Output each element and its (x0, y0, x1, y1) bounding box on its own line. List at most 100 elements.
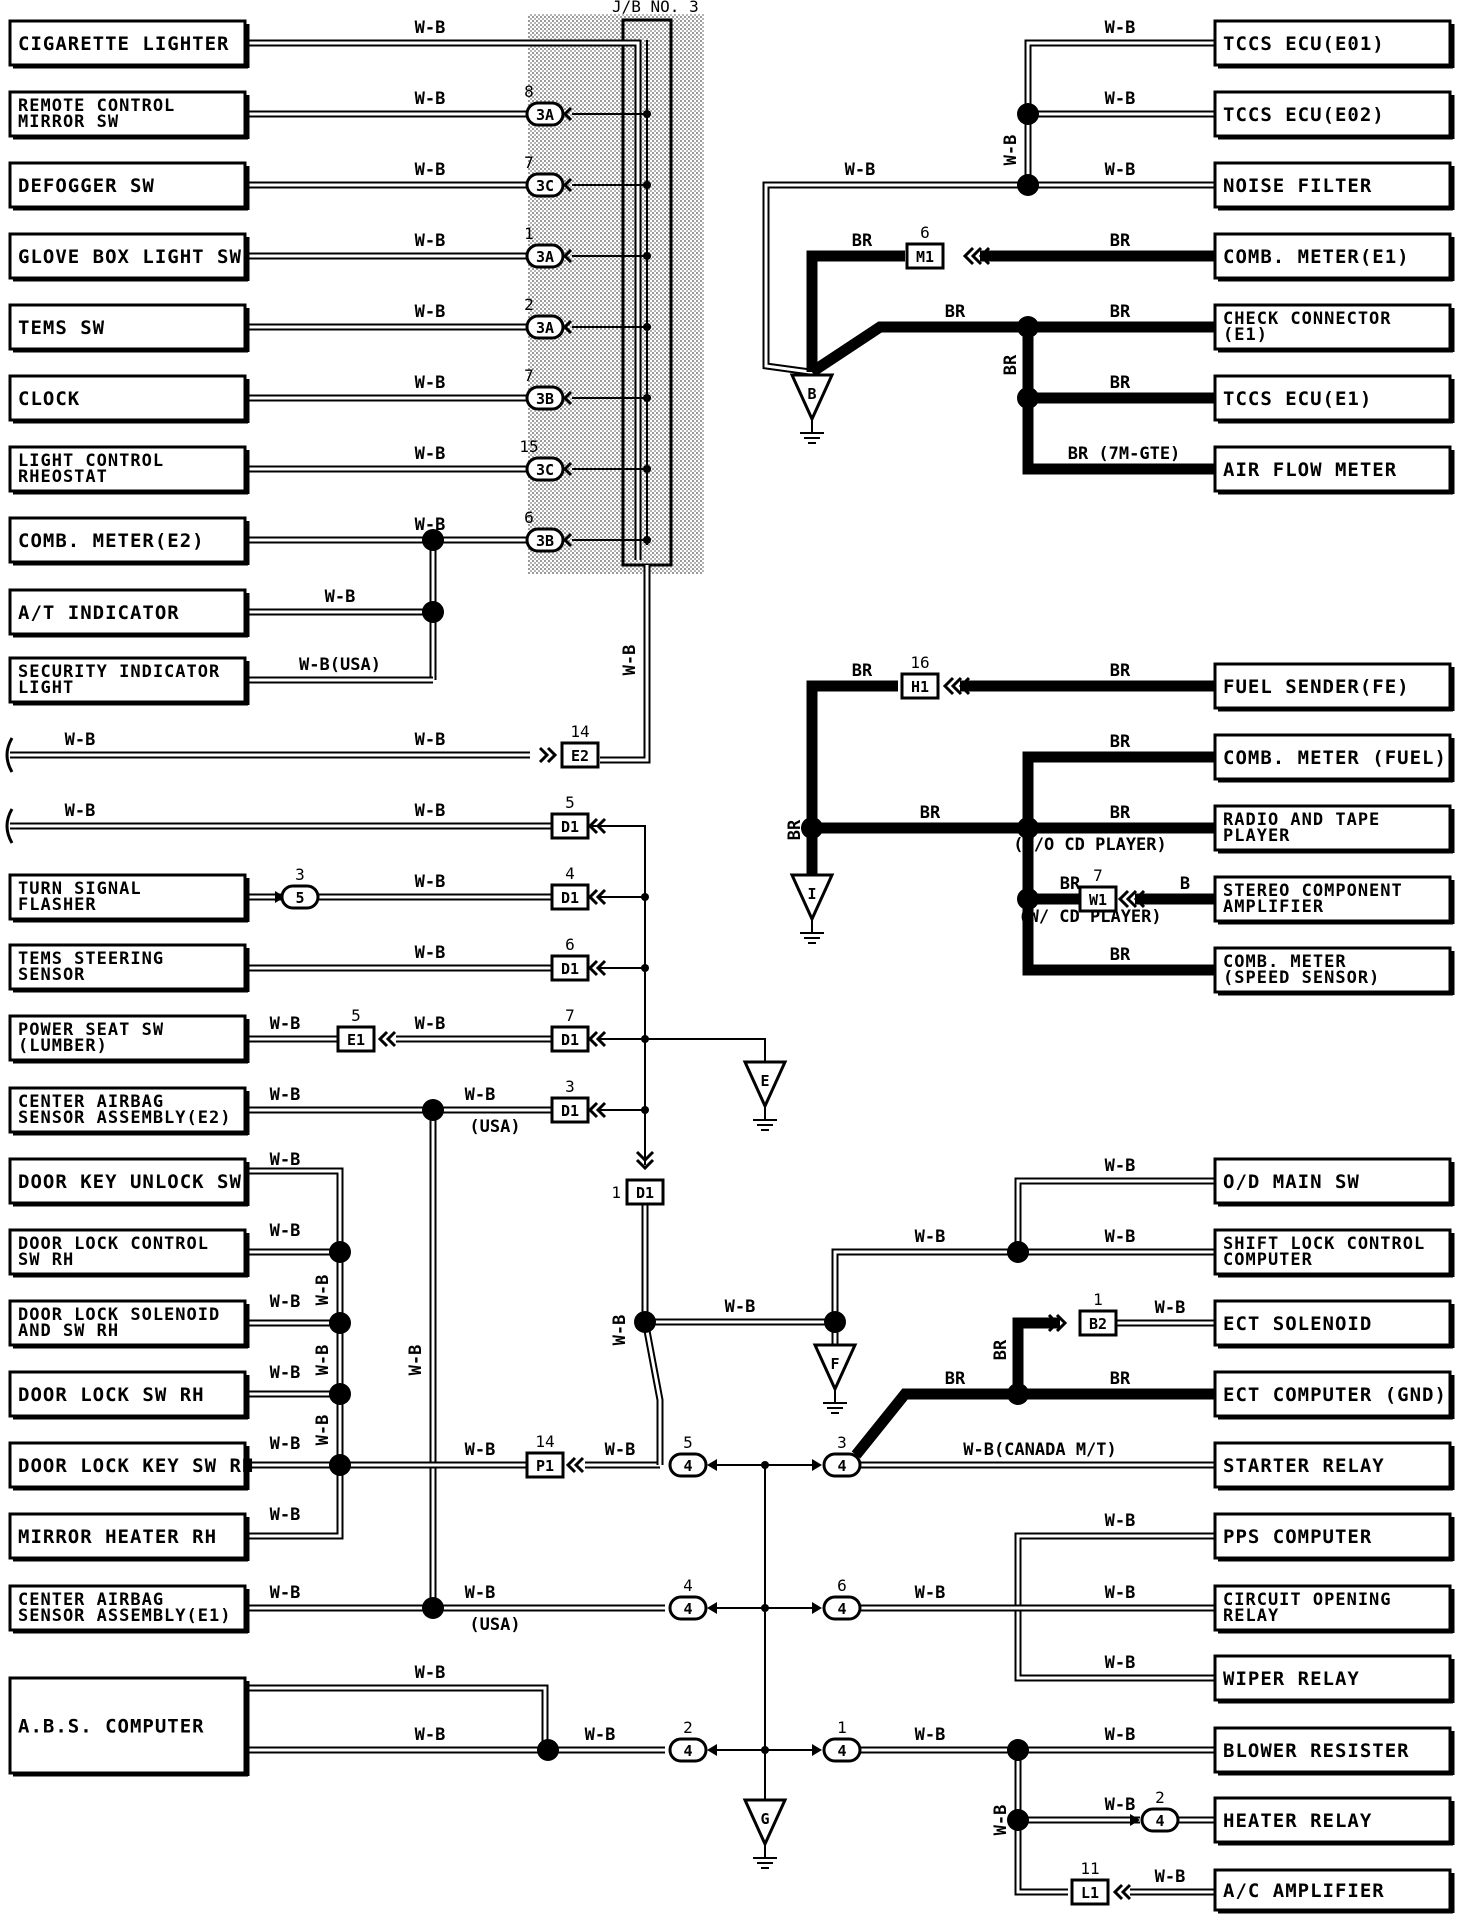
component-label: O/D MAIN SW (1223, 1171, 1360, 1193)
arrow-mark (970, 246, 983, 266)
wire-color-label: W-B (415, 801, 446, 821)
component-door-lock-key-sw-rh: DOOR LOCK KEY SW RH (8, 1441, 253, 1491)
component-label: STEREO COMPONENT (1223, 881, 1403, 901)
wire-color-label: W-B (415, 730, 446, 750)
connector-code: H1 (911, 678, 929, 696)
component-label: RHEOSTAT (18, 467, 108, 487)
wire-color-label: BR (1110, 1369, 1131, 1389)
wire-color-label: W-B (415, 515, 446, 535)
connector-b2-1: B21 (1078, 1290, 1118, 1337)
connector-jb-3a-8: 3A8 (524, 82, 565, 127)
arrow-mark (707, 1602, 717, 1614)
connector-d1-4: D14 (550, 864, 590, 911)
component-label: (SPEED SENSOR) (1223, 968, 1380, 988)
junction-node (761, 1746, 769, 1754)
component-label: DOOR KEY UNLOCK SW (18, 1171, 242, 1193)
connector-d1-7: D17 (550, 1006, 590, 1053)
component-pps-computer: PPS COMPUTER (1213, 1512, 1455, 1562)
splice-points (329, 103, 1039, 1831)
arrow-mark (587, 888, 599, 906)
component-label: COMB. METER (1223, 952, 1347, 972)
connector-c4-1: 41 (822, 1718, 862, 1763)
splice-dot (537, 1739, 559, 1761)
ground-label: G (760, 1810, 769, 1828)
component-tems-sw: TEMS SW (8, 303, 250, 353)
wires (5, 39, 1215, 1896)
arrow-mark (958, 676, 971, 696)
component-wiper-relay: WIPER RELAY (1213, 1654, 1455, 1704)
arrow-mark (595, 817, 607, 835)
wire-color-label: BR (7M-GTE) (1068, 444, 1181, 464)
component-noise-filter: NOISE FILTER (1213, 161, 1455, 211)
wire-color-label: W-B (406, 1345, 426, 1376)
arrow-mark (562, 390, 573, 406)
connector-code: 4 (837, 1457, 846, 1475)
component-label: BLOWER RESISTER (1223, 1740, 1410, 1762)
component-label: REMOTE CONTROL (18, 96, 175, 116)
wire-color-label: W-B (415, 18, 446, 38)
component-label: COMB. METER(E2) (18, 530, 205, 552)
arrow-mark (950, 676, 963, 696)
splice-dot (422, 1597, 444, 1619)
connector-pin: 8 (524, 82, 534, 101)
connector-code: 5 (295, 889, 304, 907)
connector-pin: 6 (837, 1576, 847, 1595)
connector-pin: 14 (535, 1432, 554, 1451)
junction-node (643, 110, 651, 118)
wire-color-label: W-B (415, 89, 446, 109)
arrow-mark (635, 1158, 655, 1171)
arrow-mark (538, 746, 550, 764)
arrow-mark (707, 1744, 717, 1756)
wire-color-label: W-B (1105, 1653, 1136, 1673)
arrow-mark (587, 817, 599, 835)
wire-color-label: BR (852, 661, 873, 681)
wire-color-label: W-B (465, 1440, 496, 1460)
connector-m1-6: M16 (905, 223, 945, 270)
component-ect-computer-gnd: ECT COMPUTER (GND) (1213, 1370, 1455, 1420)
component-abs-computer: A.B.S. COMPUTER (8, 1676, 250, 1777)
connector-code: M1 (916, 248, 934, 266)
component-label: RADIO AND TAPE (1223, 810, 1380, 830)
junction-node (643, 536, 651, 544)
component-label: RELAY (1223, 1606, 1279, 1626)
wire-color-label: W-B (1105, 18, 1136, 38)
component-label: CENTER AIRBAG (18, 1590, 164, 1610)
wire-color-label: W-B (325, 587, 356, 607)
component-defogger-sw: DEFOGGER SW (8, 161, 250, 211)
arrow-mark (1055, 1313, 1068, 1333)
splice-dot (1017, 316, 1039, 338)
splice-dot (1017, 103, 1039, 125)
connector-code: D1 (561, 1102, 579, 1120)
wire-color-label: W-B (270, 1583, 301, 1603)
connector-jb-3b-6: 3B6 (524, 508, 565, 553)
connector-pin: 3 (837, 1433, 847, 1452)
connector-c4-4: 44 (668, 1576, 708, 1621)
wire-color-label: (USA) (469, 1117, 520, 1137)
component-label: (LUMBER) (18, 1036, 108, 1056)
component-tccs-ecu-e02: TCCS ECU(E02) (1213, 90, 1455, 140)
junction-block-no3: J/B NO. 3 (528, 0, 704, 574)
wire-color-label: BR (1110, 803, 1131, 823)
component-label: CHECK CONNECTOR (1223, 309, 1392, 329)
connector-pin: 3 (295, 865, 305, 884)
component-heater-relay: HEATER RELAY (1213, 1796, 1455, 1846)
arrow-mark (385, 1030, 397, 1048)
wire-color-label: W-B (415, 872, 446, 892)
wire-color-label: W-B (415, 1014, 446, 1034)
connector-pin: 6 (565, 935, 575, 954)
connector-c4-5: 45 (668, 1433, 708, 1478)
junction-node (641, 893, 649, 901)
splice-dot (422, 529, 444, 551)
component-label: LIGHT CONTROL (18, 451, 164, 471)
wire-color-label: BR (1110, 231, 1131, 251)
connector-d1-5: D15 (550, 793, 590, 840)
